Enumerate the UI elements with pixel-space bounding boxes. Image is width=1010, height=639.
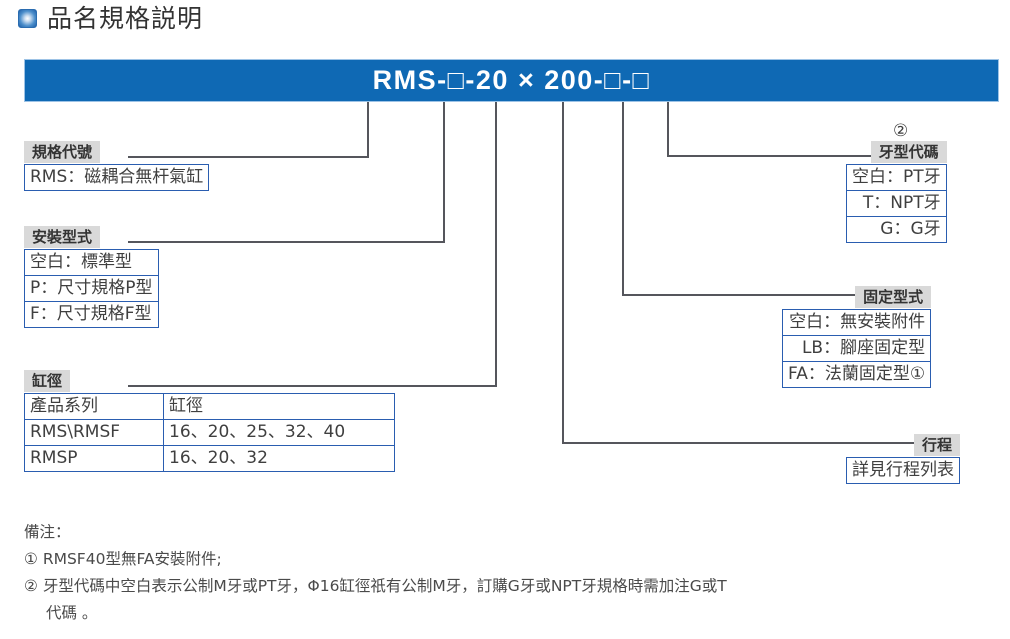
table-row: RMS：磁耦合無杆氣缸 <box>23 164 210 191</box>
note-item-1: ① RMSF40型無FA安裝附件; <box>24 550 222 568</box>
cell-series: RMS\RMSF <box>24 419 164 446</box>
option-cell: 空白：無安裝附件 <box>781 309 932 336</box>
group-title-spec-code: 規格代號 <box>24 141 101 163</box>
notes-section: 備注： ① RMSF40型無FA安裝附件; ② 牙型代碼中空白表示公制M牙或PT… <box>24 519 984 627</box>
options-table-spec-code: RMS：磁耦合無杆氣缸 <box>23 164 210 191</box>
cell-bore: 16、20、25、32、40 <box>163 419 395 446</box>
table-row: 空白：標準型 <box>24 249 159 276</box>
group-stroke: 行程 詳見行程列表 <box>846 434 960 484</box>
options-table-fixing-type: 空白：無安裝附件 LB：腳座固定型 FA：法蘭固定型① <box>781 309 932 388</box>
options-table-thread-code: 空白：PT牙 T：NPT牙 G：G牙 <box>846 164 947 243</box>
option-cell: F：尺寸規格F型 <box>24 301 159 328</box>
table-row: F：尺寸規格F型 <box>24 301 159 328</box>
group-title-fixing-type: 固定型式 <box>855 286 932 308</box>
group-fixing-type: 固定型式 空白：無安裝附件 LB：腳座固定型 FA：法蘭固定型① <box>781 286 932 388</box>
group-title-mount-type: 安裝型式 <box>24 226 101 248</box>
table-row: FA：法蘭固定型① <box>781 361 932 388</box>
table-row: G：G牙 <box>846 216 947 243</box>
product-code-bar: RMS-□-20 × 200-□-□ <box>24 59 999 102</box>
option-cell: 詳見行程列表 <box>846 457 960 484</box>
notes-heading: 備注： <box>24 523 71 541</box>
group-bore: 缸徑 產品系列 缸徑 RMS\RMSF 16、20、25、32、40 RMSP … <box>24 370 395 472</box>
group-title-thread-code: 牙型代碼 <box>870 141 947 163</box>
group-thread-code: 牙型代碼 空白：PT牙 T：NPT牙 G：G牙 <box>846 141 947 243</box>
table-row: T：NPT牙 <box>846 190 947 217</box>
options-table-mount-type: 空白：標準型 P：尺寸規格P型 F：尺寸規格F型 <box>24 249 159 328</box>
option-cell: T：NPT牙 <box>846 190 947 217</box>
note-item-2-cont: 代碼 。 <box>46 604 98 622</box>
leader-fixing-type <box>622 102 866 296</box>
table-row: 空白：無安裝附件 <box>781 309 932 336</box>
note-item-2: ② 牙型代碼中空白表示公制M牙或PT牙，Φ16缸徑祇有公制M牙，訂購G牙或NPT… <box>24 577 727 595</box>
table-row: RMSP 16、20、32 <box>24 445 395 472</box>
page-title: 品名規格説明 <box>47 4 204 33</box>
column-header-series: 產品系列 <box>24 393 164 420</box>
cell-series: RMSP <box>24 445 164 472</box>
group-mount-type: 安裝型式 空白：標準型 P：尺寸規格P型 F：尺寸規格F型 <box>24 226 159 328</box>
footnote-marker-two: ② <box>893 121 909 141</box>
option-cell: P：尺寸規格P型 <box>24 275 159 302</box>
option-cell: LB：腳座固定型 <box>781 335 932 362</box>
option-cell: 空白：PT牙 <box>846 164 947 191</box>
table-row: LB：腳座固定型 <box>781 335 932 362</box>
option-cell: G：G牙 <box>846 216 947 243</box>
product-code-text: RMS-□-20 × 200-□-□ <box>372 65 651 95</box>
group-spec-code: 規格代號 RMS：磁耦合無杆氣缸 <box>23 141 210 191</box>
table-row: 詳見行程列表 <box>846 457 960 484</box>
table-row: P：尺寸規格P型 <box>24 275 159 302</box>
blue-square-bullet-icon <box>18 9 37 28</box>
group-title-stroke: 行程 <box>913 434 960 456</box>
cell-bore: 16、20、32 <box>163 445 395 472</box>
options-table-stroke: 詳見行程列表 <box>846 457 960 484</box>
option-cell: FA：法蘭固定型① <box>781 361 932 388</box>
page-title-row: 品名規格説明 <box>18 6 203 31</box>
table-row: 空白：PT牙 <box>846 164 947 191</box>
column-header-bore: 缸徑 <box>163 393 395 420</box>
option-cell: RMS：磁耦合無杆氣缸 <box>23 164 210 191</box>
group-title-bore: 缸徑 <box>24 370 71 392</box>
options-table-bore: 產品系列 缸徑 RMS\RMSF 16、20、25、32、40 RMSP 16、… <box>24 393 395 472</box>
table-header-row: 產品系列 缸徑 <box>24 393 395 420</box>
option-cell: 空白：標準型 <box>24 249 159 276</box>
table-row: RMS\RMSF 16、20、25、32、40 <box>24 419 395 446</box>
